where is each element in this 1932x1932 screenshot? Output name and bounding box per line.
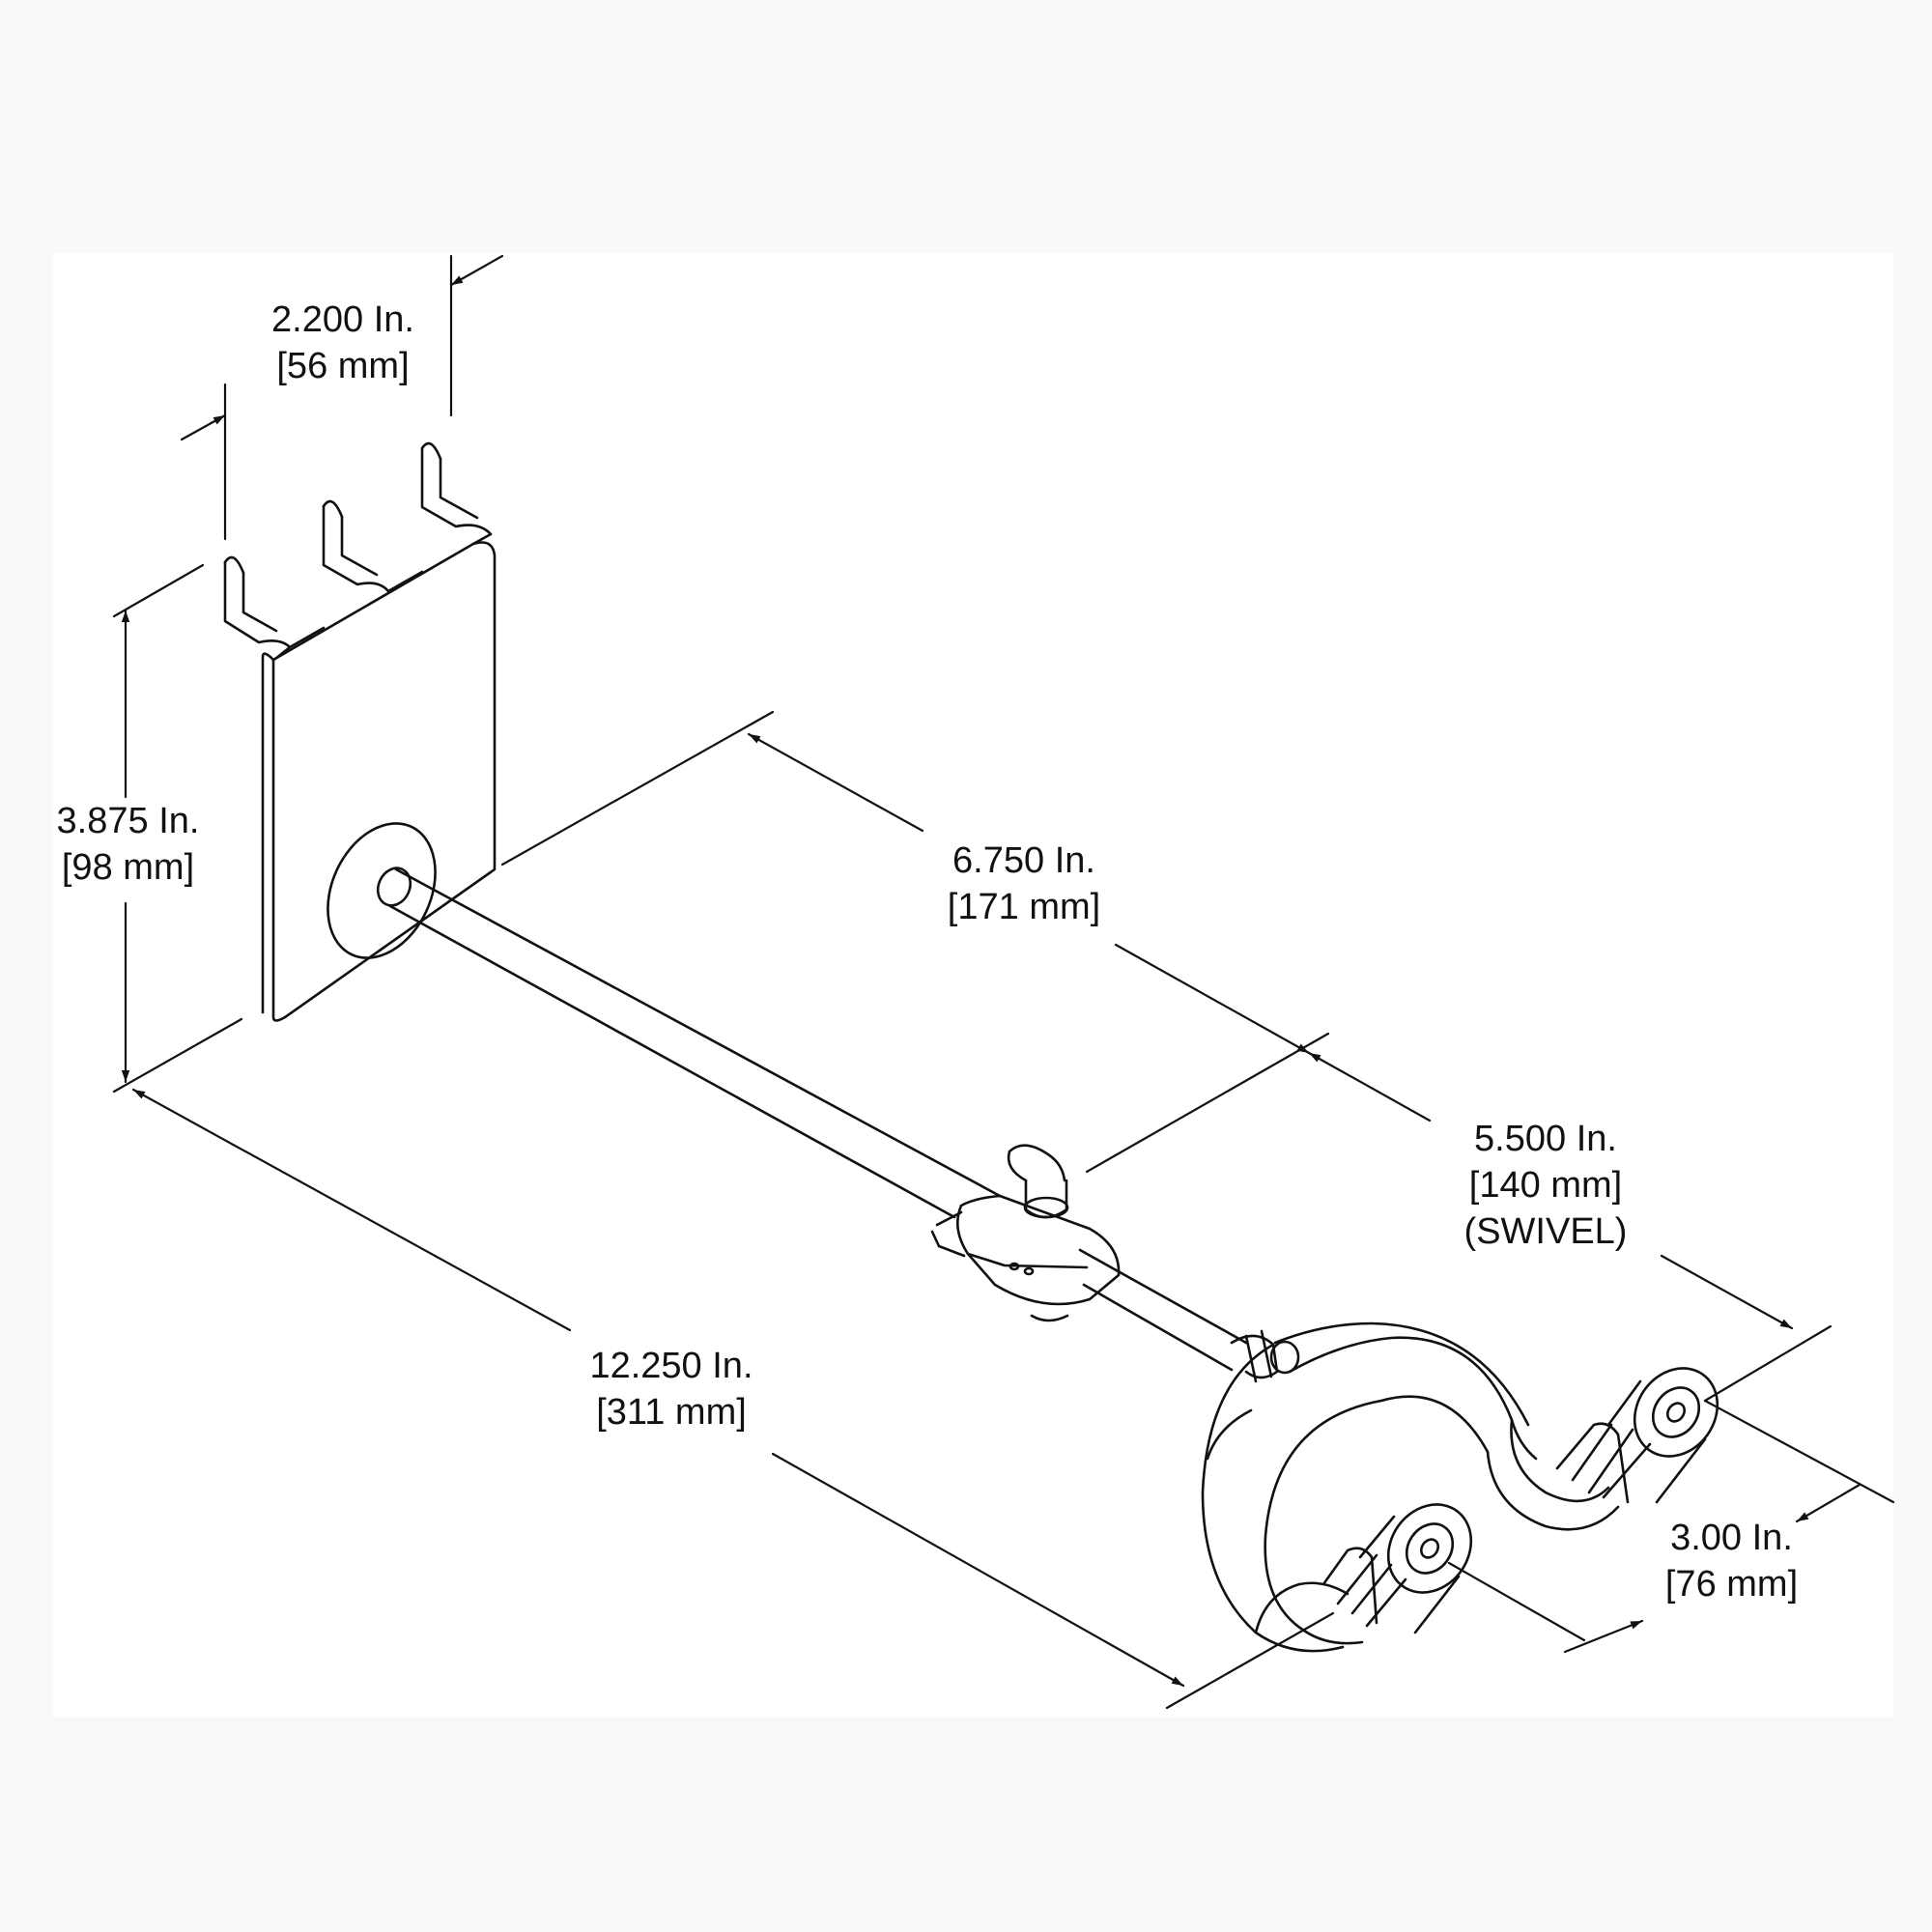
drawing-panel — [53, 253, 1893, 1717]
dimension-arm-label: 6.750 In. [171 mm] — [927, 838, 1121, 930]
dimension-width-lines — [180, 254, 504, 541]
right-prong — [1486, 1367, 1719, 1531]
dimension-swivel-note: (SWIVEL) — [1463, 1211, 1628, 1252]
dimension-height-lines — [112, 563, 243, 1094]
dimension-width-metric: [56 mm] — [276, 346, 410, 386]
left-prong — [1254, 1503, 1473, 1645]
dimension-height-metric: [98 mm] — [61, 847, 195, 888]
dimension-yoke-metric: [76 mm] — [1664, 1564, 1799, 1605]
dimension-height-imperial: 3.875 In. — [56, 801, 200, 841]
dimension-arm-lines — [500, 710, 1330, 1174]
dimension-arm-imperial: 6.750 In. — [952, 840, 1095, 881]
dimension-width-label: 2.200 In. [56 mm] — [246, 297, 440, 389]
yoke-cradle — [1201, 1321, 1538, 1653]
dimension-overall-lines — [131, 1088, 1335, 1710]
dimension-yoke-lines — [1447, 1399, 1895, 1654]
dimension-overall-label: 12.250 In. [311 mm] — [570, 1343, 773, 1435]
dimension-arm-metric: [171 mm] — [947, 887, 1101, 927]
dimension-overall-imperial: 12.250 In. — [589, 1346, 753, 1386]
dimension-width-imperial: 2.200 In. — [271, 299, 414, 340]
swivel-joint — [1230, 1329, 1300, 1383]
arm-rod — [327, 822, 1248, 1372]
dimension-yoke-imperial: 3.00 In. — [1670, 1518, 1793, 1558]
back-plate — [223, 441, 497, 1022]
dimension-yoke-label: 3.00 In. [76 mm] — [1647, 1515, 1816, 1607]
dimension-height-label: 3.875 In. [98 mm] — [43, 798, 213, 891]
dimension-overall-metric: [311 mm] — [596, 1392, 747, 1433]
dimension-swivel-imperial: 5.500 In. — [1474, 1119, 1617, 1159]
swivel-collar — [930, 1144, 1121, 1322]
dimension-swivel-label: 5.500 In. [140 mm] (SWIVEL) — [1444, 1116, 1647, 1255]
dimension-swivel-metric: [140 mm] — [1468, 1165, 1623, 1206]
dimension-swivel-lines — [1307, 1051, 1833, 1403]
